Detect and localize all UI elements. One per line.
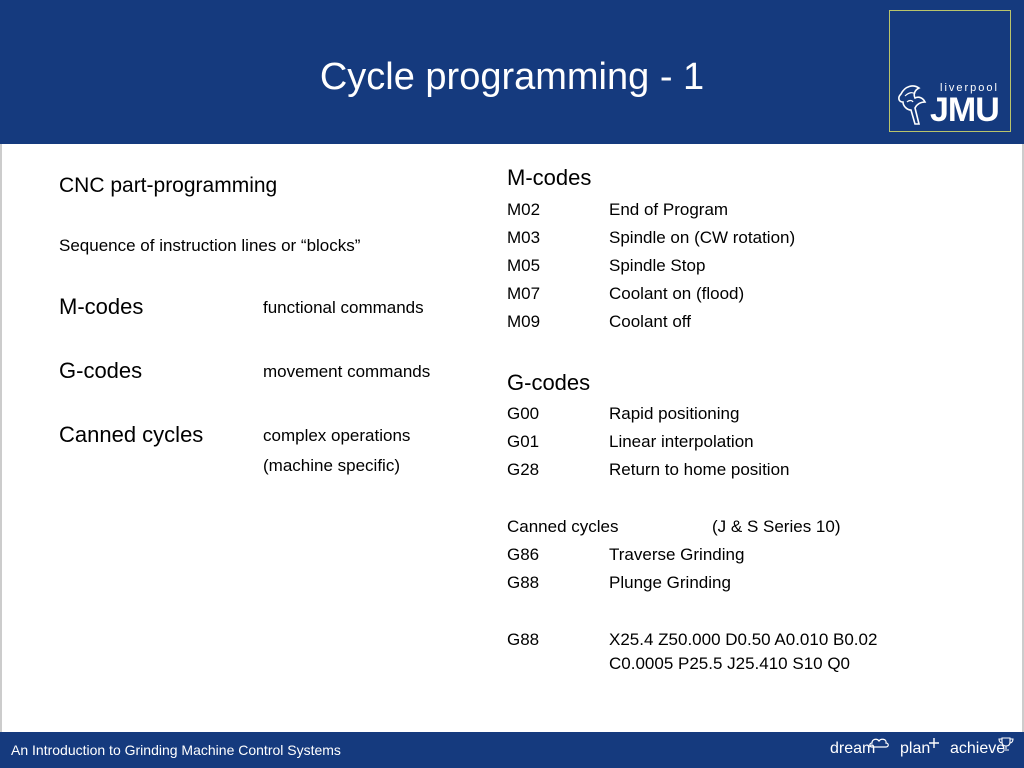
desc-canned-cycles-note: (machine specific)	[263, 456, 400, 475]
code-label: M09	[507, 312, 541, 331]
liver-bird-icon	[898, 85, 927, 125]
term-canned-cycles: Canned cycles	[59, 422, 204, 447]
trophy-icon	[998, 737, 1014, 751]
code-label: G00	[507, 404, 540, 423]
cloud-icon	[869, 738, 889, 748]
code-description: Coolant off	[609, 312, 691, 331]
code-label: G28	[507, 460, 540, 479]
logo-text-jmu: JMU	[930, 91, 1000, 129]
code-description: Coolant on (flood)	[609, 284, 745, 303]
slide-border-left	[0, 144, 2, 732]
term-g-codes: G-codes	[59, 358, 143, 383]
code-description: Plunge Grinding	[609, 573, 731, 592]
code-label: M07	[507, 284, 541, 303]
motto-dream: dream	[830, 740, 876, 757]
desc-canned-cycles: complex operations	[263, 426, 411, 445]
example-line-1: X25.4 Z50.000 D0.50 A0.010 B0.02	[609, 630, 878, 649]
logo-text-liverpool: liverpool	[940, 82, 999, 94]
motto-achieve: achieve	[950, 740, 1006, 757]
left-subheading: Sequence of instruction lines or “blocks…	[59, 236, 361, 255]
m-codes-heading: M-codes	[507, 165, 592, 190]
ljmu-logo	[889, 10, 1011, 132]
footer-bar: An Introduction to Grinding Machine Cont…	[0, 732, 1024, 768]
code-label: M02	[507, 200, 541, 219]
g-codes-heading: G-codes	[507, 370, 591, 395]
slide-border-right	[1022, 144, 1024, 732]
term-m-codes: M-codes	[59, 294, 144, 319]
code-description: Traverse Grinding	[609, 545, 745, 564]
code-label: M05	[507, 256, 541, 275]
footer-title: An Introduction to Grinding Machine Cont…	[11, 742, 341, 758]
canned-cycles-note: (J & S Series 10)	[712, 517, 841, 536]
code-label: M03	[507, 228, 541, 247]
desc-g-codes: movement commands	[263, 362, 431, 381]
example-code: G88	[507, 630, 540, 649]
canned-cycles-heading: Canned cycles	[507, 517, 619, 536]
code-label: G01	[507, 432, 540, 451]
motto-plan: plan	[900, 740, 931, 757]
plus-icon	[929, 738, 939, 748]
code-description: Spindle Stop	[609, 256, 706, 275]
code-description: Linear interpolation	[609, 432, 754, 451]
code-label: G88	[507, 573, 540, 592]
code-description: End of Program	[609, 200, 729, 219]
code-description: Spindle on (CW rotation)	[609, 228, 796, 247]
desc-m-codes: functional commands	[263, 298, 424, 317]
left-heading: CNC part-programming	[59, 174, 278, 197]
slide-title: Cycle programming - 1	[319, 56, 705, 98]
example-line-2: C0.0005 P25.5 J25.410 S10 Q0	[609, 654, 851, 673]
code-description: Return to home position	[609, 460, 790, 479]
code-description: Rapid positioning	[609, 404, 740, 423]
code-label: G86	[507, 545, 540, 564]
title-bar: Cycle programming - 1 liverpool JMU	[0, 0, 1024, 144]
